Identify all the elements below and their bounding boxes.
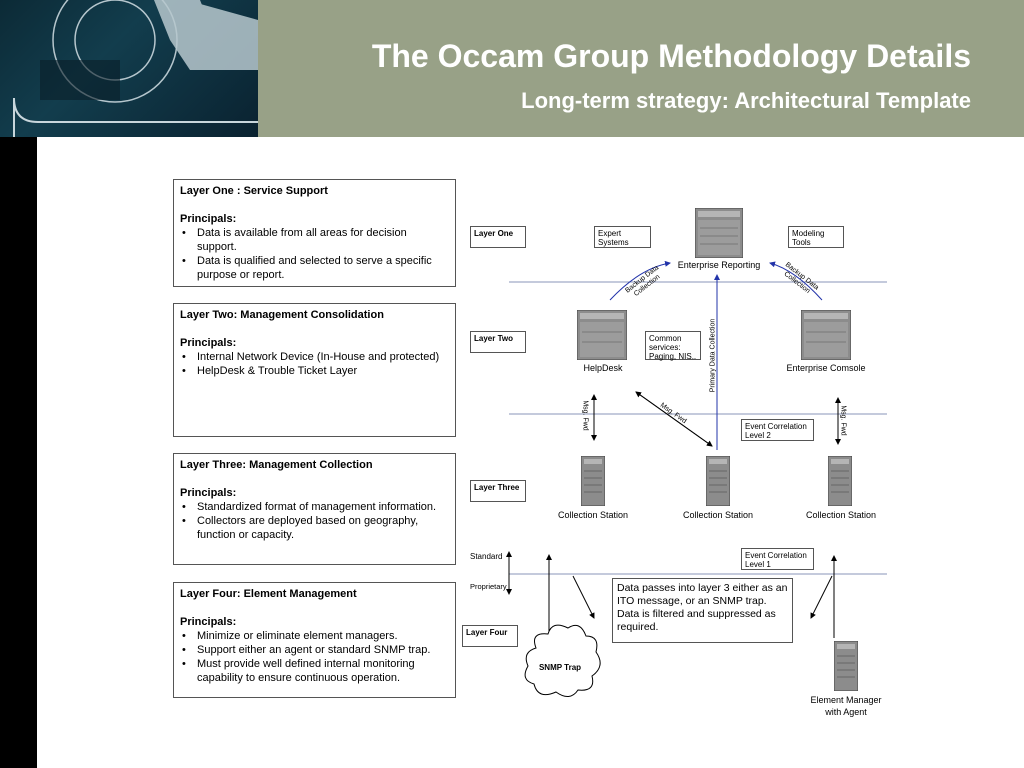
layer-three-label: Layer Three (470, 480, 526, 502)
layer-two-bullet: HelpDesk & Trouble Ticket Layer (180, 364, 449, 378)
layer-one-label: Layer One (470, 226, 526, 248)
standard-label: Standard (470, 552, 503, 561)
data-flow-note: Data passes into layer 3 either as an IT… (612, 578, 793, 643)
common-services-box: Common services: Paging, NIS.. (645, 331, 701, 361)
layer-two-title: Layer Two: Management Consolidation (180, 309, 384, 321)
server-icon (706, 456, 730, 506)
layer-one-box: Layer One : Service Support Principals: … (173, 179, 456, 287)
proprietary-label: Proprietary (470, 582, 507, 591)
header-banner: The Occam Group Methodology Details Long… (0, 0, 1024, 137)
primary-collection-label: Primary Data Collection (709, 318, 717, 393)
layer-four-label: Layer Four (462, 625, 518, 647)
server-icon (581, 456, 605, 506)
modeling-tools-box: Modeling Tools (788, 226, 844, 248)
server-icon (801, 310, 851, 360)
enterprise-console-label: Enterprise Comsole (786, 363, 866, 373)
layer-four-bullet: Minimize or eliminate element managers. (180, 629, 449, 643)
layer-four-box: Layer Four: Element Management Principal… (173, 582, 456, 698)
layer-three-box: Layer Three: Management Collection Princ… (173, 453, 456, 565)
element-manager-label: Element Manager with Agent (810, 695, 882, 717)
layer-two-box: Layer Two: Management Consolidation Prin… (173, 303, 456, 437)
collection-station-label: Collection Station (805, 510, 877, 520)
gear-photo (0, 0, 258, 137)
msg-fwd-right-label: Msg. Fwd (839, 405, 847, 436)
layer-one-bullet: Data is qualified and selected to serve … (180, 254, 449, 282)
collection-station-label: Collection Station (682, 510, 754, 520)
server-icon (695, 208, 743, 258)
layer-two-label: Layer Two (470, 331, 526, 353)
layer-one-principals: Principals: (180, 213, 237, 225)
backup-arrow-right (769, 261, 823, 301)
page-title: The Occam Group Methodology Details (371, 38, 971, 74)
event-correlation-1-box: Event Correlation Level 1 (741, 548, 814, 570)
layer-one-title: Layer One : Service Support (180, 185, 328, 197)
layer-three-bullet: Collectors are deployed based on geograp… (180, 514, 449, 542)
layer-two-principals: Principals: (180, 337, 237, 349)
collection-station-label: Collection Station (557, 510, 629, 520)
server-icon (828, 456, 852, 506)
page-subtitle: Long-term strategy: Architectural Templa… (521, 88, 971, 113)
layer-four-bullet: Support either an agent or standard SNMP… (180, 643, 449, 657)
element-arrow-diag (810, 575, 833, 619)
gear-icon (13, 0, 258, 137)
msg-arrow-center-back (635, 391, 713, 447)
event-correlation-2-box: Event Correlation Level 2 (741, 419, 814, 441)
layer-three-principals: Principals: (180, 487, 237, 499)
backup-arrow-left (609, 260, 671, 301)
snmp-trap-label: SNMP Trap (538, 663, 582, 672)
server-icon (577, 310, 627, 360)
layer-four-bullet: Must provide well defined internal monit… (180, 657, 449, 685)
enterprise-reporting-label: Enterprise Reporting (677, 260, 761, 270)
helpdesk-label: HelpDesk (583, 363, 623, 373)
server-icon (834, 641, 858, 691)
layer-four-title: Layer Four: Element Management (180, 588, 357, 600)
layer-four-principals: Principals: (180, 616, 237, 628)
snmp-cloud (524, 624, 601, 697)
layer-three-bullet: Standardized format of management inform… (180, 500, 449, 514)
layer-two-bullet: Internal Network Device (In-House and pr… (180, 350, 449, 364)
msg-fwd-left-label: Msg. Fwd (581, 400, 589, 431)
expert-systems-box: Expert Systems (594, 226, 651, 248)
layer-three-title: Layer Three: Management Collection (180, 459, 373, 471)
snmp-arrow-diag (572, 575, 595, 619)
layer-one-bullet: Data is available from all areas for dec… (180, 226, 449, 254)
